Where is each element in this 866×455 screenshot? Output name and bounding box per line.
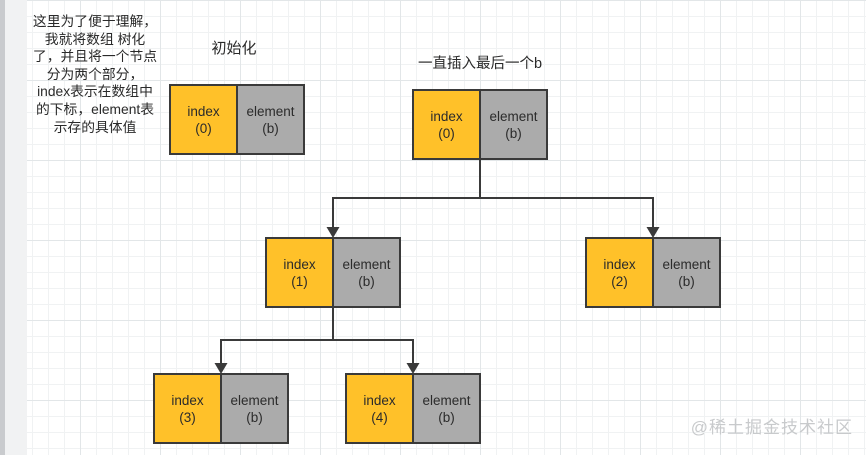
element-label: element	[230, 392, 279, 408]
annotation-line: 示存的具体值	[53, 119, 137, 135]
index-value: (0)	[195, 120, 212, 136]
annotation-line: 了，并且将一个节点	[32, 49, 158, 65]
element-label: element	[342, 256, 391, 272]
node-element-cell: element (b)	[481, 91, 546, 158]
left-scrollbar-strip[interactable]	[0, 0, 5, 455]
annotation-text: 这里为了便于理解， 我就将数组 树化 了，并且将一个节点 分为两个部分， ind…	[16, 13, 174, 136]
index-label: index	[187, 103, 220, 119]
node-index-cell: index (3)	[155, 375, 222, 442]
tree-node-2: index (2) element (b)	[585, 237, 721, 308]
init-node: index (0) element (b)	[169, 84, 305, 155]
element-value: (b)	[505, 125, 522, 141]
node-element-cell: element (b)	[222, 375, 287, 442]
insert-section-title: 一直插入最后一个b	[418, 56, 543, 72]
node-index-cell: index (0)	[414, 91, 481, 158]
index-value: (0)	[438, 125, 455, 141]
index-label: index	[363, 392, 396, 408]
index-value: (1)	[291, 273, 308, 289]
node-element-cell: element (b)	[238, 86, 303, 153]
index-label: index	[171, 392, 204, 408]
node-index-cell: index (2)	[587, 239, 654, 306]
element-value: (b)	[438, 409, 455, 425]
tree-node-3: index (3) element (b)	[153, 373, 289, 444]
tree-node-4: index (4) element (b)	[345, 373, 481, 444]
node-index-cell: index (4)	[347, 375, 414, 442]
element-label: element	[662, 256, 711, 272]
node-element-cell: element (b)	[334, 239, 399, 306]
init-section-title: 初始化	[211, 40, 257, 57]
annotation-line: index表示在数组中	[37, 84, 153, 100]
annotation-line: 这里为了便于理解，	[32, 14, 158, 29]
node-index-cell: index (0)	[171, 86, 238, 153]
index-label: index	[603, 256, 636, 272]
left-gutter	[5, 0, 27, 455]
index-value: (2)	[611, 273, 628, 289]
juejin-watermark: @稀土掘金技术社区	[690, 418, 853, 437]
element-value: (b)	[262, 120, 279, 136]
index-label: index	[430, 108, 463, 124]
element-value: (b)	[358, 273, 375, 289]
node-element-cell: element (b)	[654, 239, 719, 306]
annotation-line: 分为两个部分，	[46, 66, 144, 82]
element-value: (b)	[246, 409, 263, 425]
connector-level3-rail	[220, 339, 414, 364]
index-value: (4)	[371, 409, 388, 425]
index-value: (3)	[179, 409, 196, 425]
node-element-cell: element (b)	[414, 375, 479, 442]
element-label: element	[489, 108, 538, 124]
annotation-line: 我就将数组 树化	[44, 31, 146, 47]
connector-level2-rail	[332, 197, 654, 228]
index-label: index	[283, 256, 316, 272]
element-label: element	[422, 392, 471, 408]
tree-root-node: index (0) element (b)	[412, 89, 548, 160]
tree-node-1: index (1) element (b)	[265, 237, 401, 308]
element-value: (b)	[678, 273, 695, 289]
element-label: element	[246, 103, 295, 119]
annotation-line: 的下标，element表	[35, 101, 155, 117]
node-index-cell: index (1)	[267, 239, 334, 306]
